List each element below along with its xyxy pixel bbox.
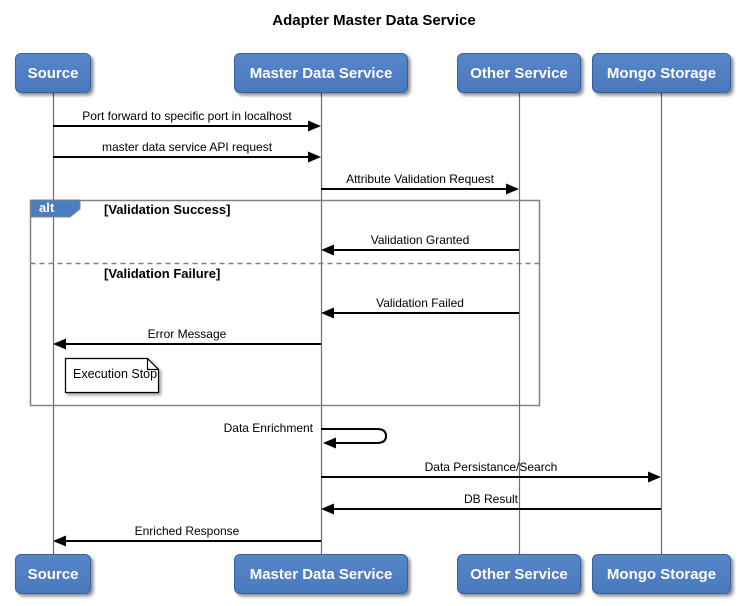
alt-label-shape bbox=[30, 199, 81, 218]
message-label-api-request: master data service API request bbox=[101, 140, 273, 154]
alt-frame-border bbox=[29, 199, 541, 407]
participant-mongo-storage-bottom: Mongo Storage bbox=[592, 554, 731, 594]
message-label-enriched-response: Enriched Response bbox=[134, 524, 240, 538]
message-label-data-persistance: Data Persistance/Search bbox=[424, 460, 558, 474]
participant-other-service-top: Other Service bbox=[457, 53, 581, 93]
message-arrow-db-result bbox=[321, 503, 661, 515]
message-label-data-enrichment: Data Enrichment bbox=[223, 421, 313, 435]
diagram-title: Adapter Master Data Service bbox=[272, 12, 476, 29]
note-text: Execution Stop bbox=[73, 367, 158, 381]
message-label-validation-granted: Validation Granted bbox=[370, 233, 470, 247]
message-arrow-data-persistance bbox=[321, 471, 661, 483]
message-arrow-data-enrichment-self bbox=[321, 428, 388, 449]
alt-guard-validation-success: [Validation Success] bbox=[104, 202, 231, 217]
message-arrow-api-request bbox=[53, 151, 321, 163]
alt-frame-label: alt bbox=[39, 200, 55, 215]
message-arrow-validation-failed bbox=[321, 307, 519, 319]
participant-source-top: Source bbox=[15, 53, 91, 93]
alt-guard-validation-failure: [Validation Failure] bbox=[104, 266, 221, 281]
participant-master-data-service-bottom: Master Data Service bbox=[234, 554, 408, 594]
note-shape bbox=[64, 357, 160, 394]
message-label-validation-failed: Validation Failed bbox=[376, 296, 464, 310]
message-arrow-port-forward bbox=[53, 120, 321, 132]
participant-mongo-storage-top: Mongo Storage bbox=[592, 53, 731, 93]
message-arrow-validation-granted bbox=[321, 244, 519, 256]
participant-source-bottom: Source bbox=[15, 554, 91, 594]
message-label-port-forward: Port forward to specific port in localho… bbox=[82, 109, 292, 123]
message-arrow-enriched-response bbox=[53, 535, 321, 547]
message-label-db-result: DB Result bbox=[463, 492, 519, 506]
message-label-error-message: Error Message bbox=[147, 327, 227, 341]
message-arrow-error-message bbox=[53, 338, 321, 350]
participant-master-data-service-top: Master Data Service bbox=[234, 53, 408, 93]
participant-other-service-bottom: Other Service bbox=[457, 554, 581, 594]
message-label-attribute-validation: Attribute Validation Request bbox=[346, 172, 494, 186]
message-arrow-attribute-validation bbox=[321, 183, 519, 195]
